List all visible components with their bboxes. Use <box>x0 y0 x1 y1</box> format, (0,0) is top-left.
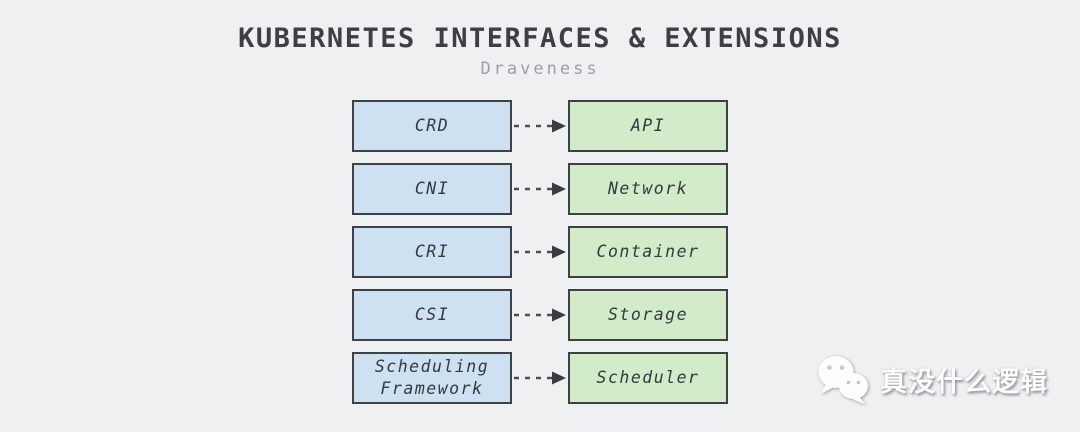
dashed-arrow-icon <box>514 371 566 385</box>
source-box-scheduling-framework: Scheduling Framework <box>352 352 512 404</box>
source-box-csi: CSI <box>352 289 512 341</box>
interfaces-diagram: CRD API CNI Network CRI Container C <box>352 100 728 404</box>
diagram-row-scheduling-framework: Scheduling Framework Scheduler <box>352 352 728 404</box>
dashed-arrow-icon <box>514 308 566 322</box>
wechat-icon <box>818 356 868 405</box>
target-box-scheduler: Scheduler <box>568 352 728 404</box>
watermark-text: 真没什么逻辑 <box>880 366 1048 398</box>
source-box-cni: CNI <box>352 163 512 215</box>
diagram-row-crd: CRD API <box>352 100 728 152</box>
diagram-row-cri: CRI Container <box>352 226 728 278</box>
target-box-container: Container <box>568 226 728 278</box>
target-box-api: API <box>568 100 728 152</box>
diagram-row-cni: CNI Network <box>352 163 728 215</box>
page-title: KUBERNETES INTERFACES & EXTENSIONS <box>238 23 842 54</box>
diagram-row-csi: CSI Storage <box>352 289 728 341</box>
source-box-crd: CRD <box>352 100 512 152</box>
target-box-storage: Storage <box>568 289 728 341</box>
dashed-arrow-icon <box>514 119 566 133</box>
page-subtitle: Draveness <box>480 59 600 79</box>
target-box-network: Network <box>568 163 728 215</box>
dashed-arrow-icon <box>514 182 566 196</box>
dashed-arrow-icon <box>514 245 566 259</box>
watermark: 真没什么逻辑 <box>815 353 1048 405</box>
source-box-cri: CRI <box>352 226 512 278</box>
